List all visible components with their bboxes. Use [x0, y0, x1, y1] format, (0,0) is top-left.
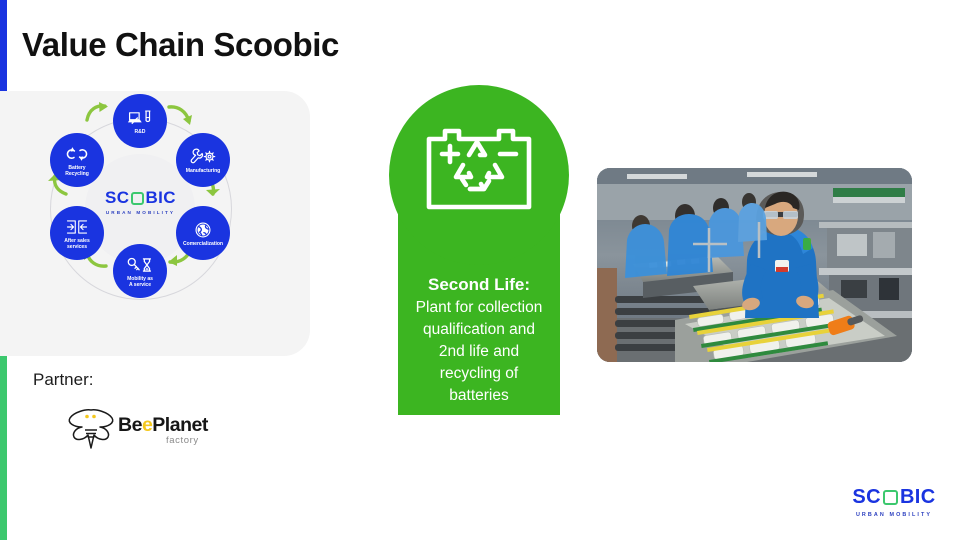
bee-icon	[68, 409, 114, 449]
cycle-node-comercialization-label: Comercialization	[183, 240, 223, 247]
beeplanet-name-part1: Be	[118, 414, 142, 436]
laptop-testtube-icon	[127, 110, 151, 125]
accent-bar-green-segment	[0, 282, 7, 540]
cycle-node-mobility-as-a-service[interactable]: Mobility as A service	[113, 244, 167, 298]
beeplanet-name-part2: e	[141, 414, 153, 436]
scoobic-center-logo: SC BIC URBAN MOBILITY	[88, 188, 193, 215]
beeplanet-subtitle: factory	[166, 435, 199, 446]
scoobic-logo-text-left: SC	[105, 188, 130, 207]
cycle-node-after-sales-services[interactable]: After sales services	[50, 206, 104, 260]
wrench-gear-icon	[190, 148, 216, 164]
cycle-node-battery-recycling[interactable]: Battery Recycling	[50, 133, 104, 187]
cycle-arrow-2-icon	[167, 105, 192, 125]
partner-label: Partner:	[33, 370, 94, 389]
scoobic-logo-tagline: URBAN MOBILITY	[105, 210, 176, 215]
cycle-node-comercialization[interactable]: Comercialization	[176, 206, 230, 260]
page-title: Value Chain Scoobic	[22, 26, 339, 63]
cycle-node-mobility-label: Mobility as A service	[127, 275, 153, 288]
cycle-node-manufacturing[interactable]: Manufacturing	[176, 133, 230, 187]
exchange-arrows-icon	[66, 220, 88, 234]
cycle-arrow-1-icon	[85, 102, 108, 122]
globe-icon	[195, 222, 211, 238]
beeplanet-wordmark: BeePlanet	[118, 414, 208, 437]
cycle-node-rd-label: R&D	[134, 128, 146, 135]
cycle-node-rd[interactable]: R&D	[113, 94, 167, 148]
brand-logo-text-right: BIC	[899, 486, 936, 508]
second-life-badge: Second Life: Plant for collection qualif…	[389, 85, 569, 415]
second-life-badge-circle	[389, 85, 569, 265]
value-chain-cycle-diagram: SC BIC URBAN MOBILITY	[28, 94, 253, 346]
cycle-node-manufacturing-label: Manufacturing	[185, 167, 221, 174]
brand-logo-tagline: URBAN MOBILITY	[855, 512, 933, 518]
battery-factory-photo	[597, 168, 912, 362]
second-life-description: Plant for collection qualification and 2…	[415, 299, 543, 404]
recycle-loop-icon	[66, 147, 88, 162]
cycle-node-after-sales-label: After sales services	[64, 237, 90, 250]
battery-factory-photo-illustration	[597, 168, 912, 362]
second-life-title: Second Life:	[427, 275, 530, 294]
beeplanet-name-part3: Planet	[152, 414, 208, 436]
brand-logo-text-left: SC	[852, 486, 881, 508]
beeplanet-logo: BeePlanet factory	[66, 404, 216, 452]
battery-recycle-icon	[426, 128, 532, 210]
scoobic-logo-text-right: BIC	[145, 188, 176, 207]
brand-logo-green-square-icon	[882, 490, 898, 505]
scoobic-logo-green-square-icon	[130, 191, 144, 205]
key-hourglass-icon	[127, 258, 152, 272]
scoobic-brand-logo: SC BIC URBAN MOBILITY	[848, 486, 940, 518]
cycle-node-battery-recycling-label: Battery Recycling	[65, 164, 89, 177]
